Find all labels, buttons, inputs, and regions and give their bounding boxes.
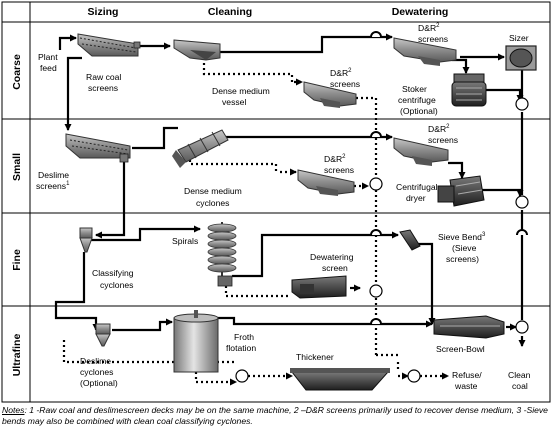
label-dm-cyclones-1: Dense medium [184,186,242,196]
dense-medium-cyclones-icon [172,129,229,168]
label-deslime-cyclones-2: cyclones [80,367,113,377]
spirals-icon [207,222,237,287]
label-deslime-cyclones-1: Deslime [80,356,111,366]
label-thickener: Thickener [296,352,334,362]
header-dewatering: Dewatering [392,6,449,18]
header-cleaning: Cleaning [208,6,252,18]
label-froth-2: flotation [226,343,256,353]
label-stoker-1: Stoker [402,84,427,94]
row-label-fine: Fine [11,249,23,271]
raw-coal-screens-icon [77,33,141,57]
label-dr-small-mid-2: screens [324,165,354,175]
label-froth-1: Froth [234,332,254,342]
deslime-screens-icon [65,133,131,163]
dr-screens-small-mid-icon [297,169,355,196]
line-crossings [370,31,528,325]
grid-frame [1,1,551,403]
thickener-icon [290,368,390,391]
solid-flow-lines [54,33,526,347]
notes-heading: Notes [2,405,25,415]
label-spirals: Spirals [172,236,198,246]
label-dr-coarse-top-1: D&R2 [418,23,440,33]
centrifugal-dryer-icon [437,175,485,207]
label-dr-small-top-1: D&R2 [428,124,450,134]
label-dewatering-screen-2: screen [322,263,348,273]
froth-tails-node [235,369,249,383]
label-raw-coal-2: screens [88,83,118,93]
label-plant-feed-2: feed [40,63,57,73]
label-stoker-3: (Optional) [400,106,438,116]
dotted-refuse-lines [62,58,449,386]
row-label-small: Small [11,153,23,181]
label-centrifugal-2: dryer [406,193,426,203]
row-label-ultrafine: Ultrafine [11,334,23,377]
dr-screens-coarse-mid-icon [303,81,357,108]
clean-node-small [515,195,529,209]
clean-node-ultrafine [515,320,529,334]
label-stoker-2: centrifuge [398,95,436,105]
label-plant-feed-1: Plant [38,52,58,62]
label-dm-vessel-2: vessel [222,97,246,107]
label-clean-2: coal [512,381,528,391]
label-sizer: Sizer [509,33,529,43]
label-classifying-1: Classifying [92,268,134,278]
label-refuse-1: Refuse/ [452,370,482,380]
label-dewatering-screen-1: Dewatering [310,252,354,262]
label-sieve-2: (Sieve [452,243,477,253]
label-dm-vessel-1: Dense medium [212,86,270,96]
label-sieve-1: Sieve Bend3 [438,232,486,242]
label-deslime-screens-2: screens1 [36,181,70,191]
label-deslime-screens-1: Deslime [38,170,69,180]
label-dr-small-mid-1: D&R2 [324,154,346,164]
label-dr-coarse-top-2: screens [418,34,448,44]
dewatering-screen-icon [291,275,347,299]
label-dm-cyclones-2: cyclones [196,198,229,208]
notes-text: : 1 -Raw coal and deslimescreen decks ma… [2,405,548,426]
stoker-centrifuge-icon [451,73,487,107]
deslime-cyclones-icon [95,323,111,347]
label-raw-coal-1: Raw coal [86,72,121,82]
label-dr-coarse-mid-2: screens [330,79,360,89]
label-centrifugal-1: Centrifugal [396,182,438,192]
refuse-node-fine [369,284,383,298]
dr-screens-coarse-top-icon [393,37,457,66]
refuse-node-small [369,177,383,191]
label-sieve-3: screens) [446,254,479,264]
label-deslime-cyclones-3: (Optional) [80,378,118,388]
row-label-coarse: Coarse [11,54,23,90]
label-dr-coarse-mid-1: D&R2 [330,68,352,78]
label-clean-1: Clean [508,370,531,380]
junction-nodes [235,97,529,383]
refuse-node-thickener [407,369,421,383]
label-refuse-2: waste [454,381,478,391]
clean-node-coarse-a [515,97,529,111]
screen-bowl-icon [433,315,505,339]
froth-flotation-tank-icon [173,310,219,373]
label-dr-small-top-2: screens [428,135,458,145]
sizer-icon [505,45,537,71]
label-screen-bowl: Screen-Bowl [436,344,485,354]
dr-screens-small-top-icon [393,137,449,166]
dense-medium-vessel-icon [173,39,221,61]
classifying-cyclones-icon [79,227,93,253]
sieve-bend-icon [399,229,421,251]
header-sizing: Sizing [88,6,119,18]
label-classifying-2: cyclones [100,280,133,290]
footnotes: Notes: 1 -Raw coal and deslimescreen dec… [2,405,550,427]
